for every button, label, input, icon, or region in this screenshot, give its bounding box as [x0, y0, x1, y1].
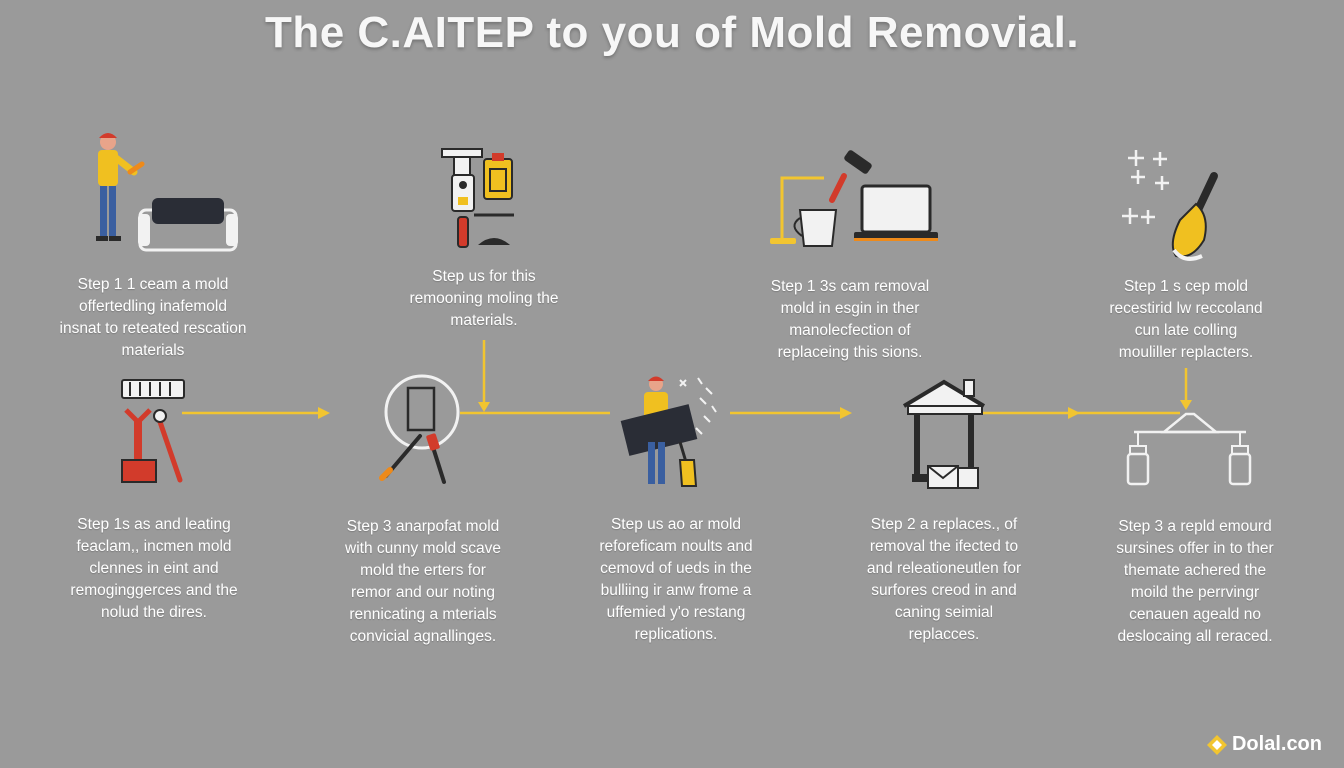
scale-bottles-icon: [1126, 412, 1252, 486]
spray-tools-icon: [441, 148, 514, 248]
logo-text: Dolal.con: [1231, 733, 1322, 755]
step-caption-top-1: Step 1 1 ceam a mold offertedling inafem…: [59, 276, 247, 359]
brand-logo: Dolal.con: [1206, 733, 1322, 756]
step-caption-bottom-1: Step 1s as and leating feaclam,, incmen …: [70, 516, 238, 621]
worker-panel-icon: [620, 376, 717, 487]
page-title: The C.AITEP to you of Mold Removial.: [264, 8, 1080, 57]
lamp-laptop-icon: [770, 150, 938, 247]
step-caption-bottom-5: Step 3 a repld emourd sursines offer in …: [1116, 518, 1274, 645]
step-caption-bottom-2: Step 3 anarpofat mold with cunny mold sc…: [345, 518, 501, 645]
step-caption-top-2: Step us for this remooning moling the ma…: [409, 268, 559, 329]
step-caption-top-3: Step 1 3s cam removal mold in esgin in t…: [770, 278, 930, 361]
step-caption-bottom-3: Step us ao ar mold reforeficam noults an…: [599, 516, 753, 643]
worker-sofa-icon: [96, 133, 238, 252]
sparkle-brush-icon: [1122, 150, 1218, 261]
cleaning-kit-icon: [121, 379, 185, 483]
magnifier-tools-icon: [379, 374, 460, 484]
diamond-logo-icon: [1206, 734, 1227, 755]
house-frame-icon: [902, 379, 986, 489]
step-caption-bottom-4: Step 2 a replaces., of removal the ifect…: [866, 516, 1022, 643]
step-caption-top-4: Step 1 s cep mold recestirid lw reccolan…: [1109, 278, 1263, 361]
